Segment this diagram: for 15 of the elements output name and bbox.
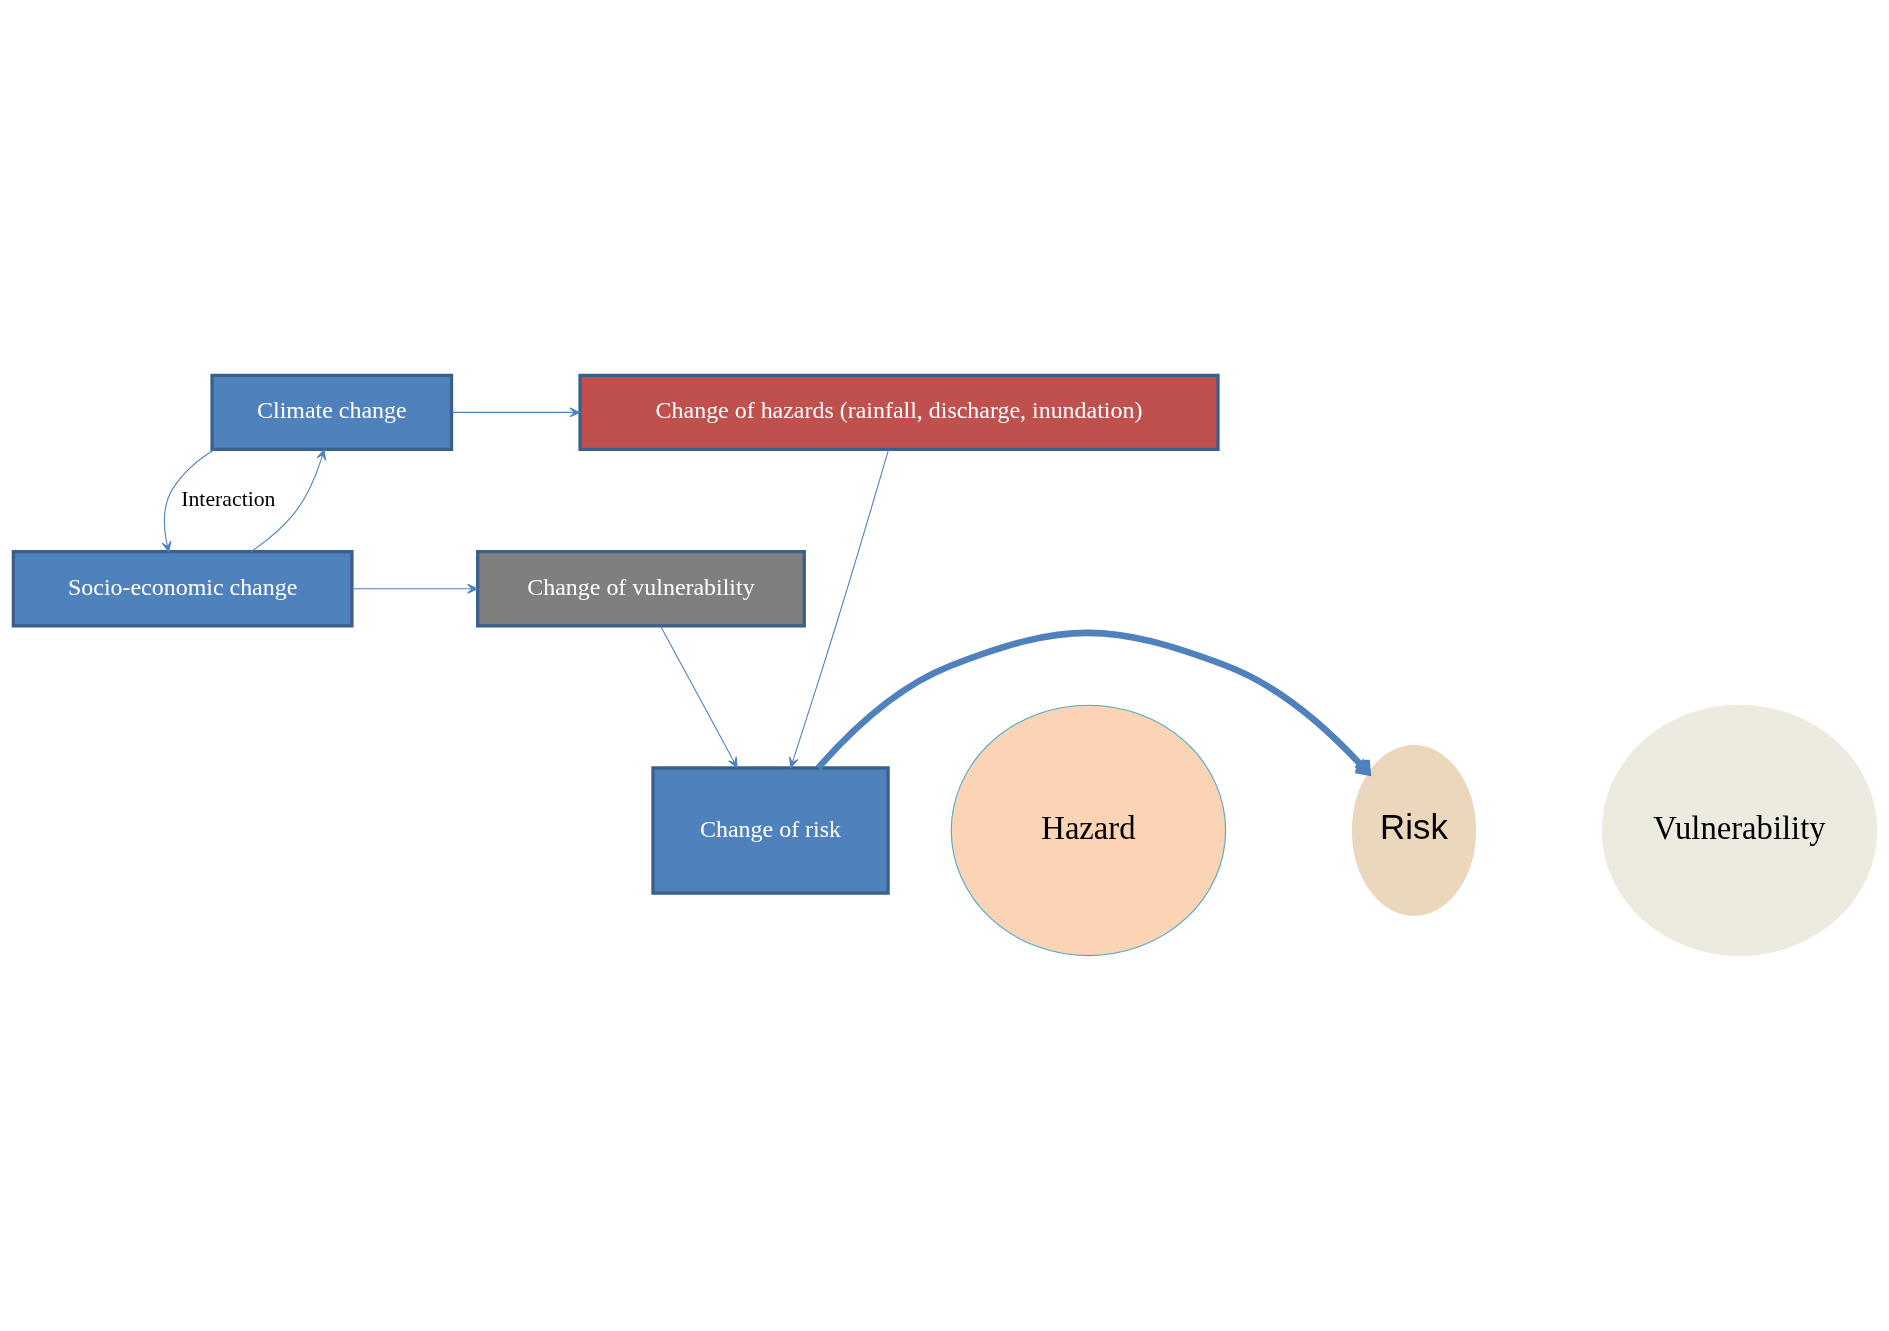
node-box: Socio-economic change bbox=[11, 550, 354, 628]
arrow bbox=[788, 449, 889, 769]
arrow bbox=[250, 449, 326, 553]
node-box: Change of hazards (rainfall, discharge, inundation) bbox=[577, 373, 1220, 452]
node-box: Change of risk bbox=[650, 766, 890, 895]
arrow bbox=[659, 625, 738, 768]
node-box: Climate change bbox=[209, 373, 453, 452]
node-box: Change of vulnerability bbox=[475, 550, 806, 628]
edge-label: Interaction bbox=[180, 487, 276, 512]
node-circle: Vulnerability bbox=[1601, 704, 1877, 957]
node-circle: Hazard bbox=[950, 704, 1226, 957]
arrow bbox=[161, 448, 215, 553]
arrow bbox=[815, 629, 1371, 776]
arrow bbox=[450, 407, 580, 418]
arrow bbox=[351, 583, 478, 594]
